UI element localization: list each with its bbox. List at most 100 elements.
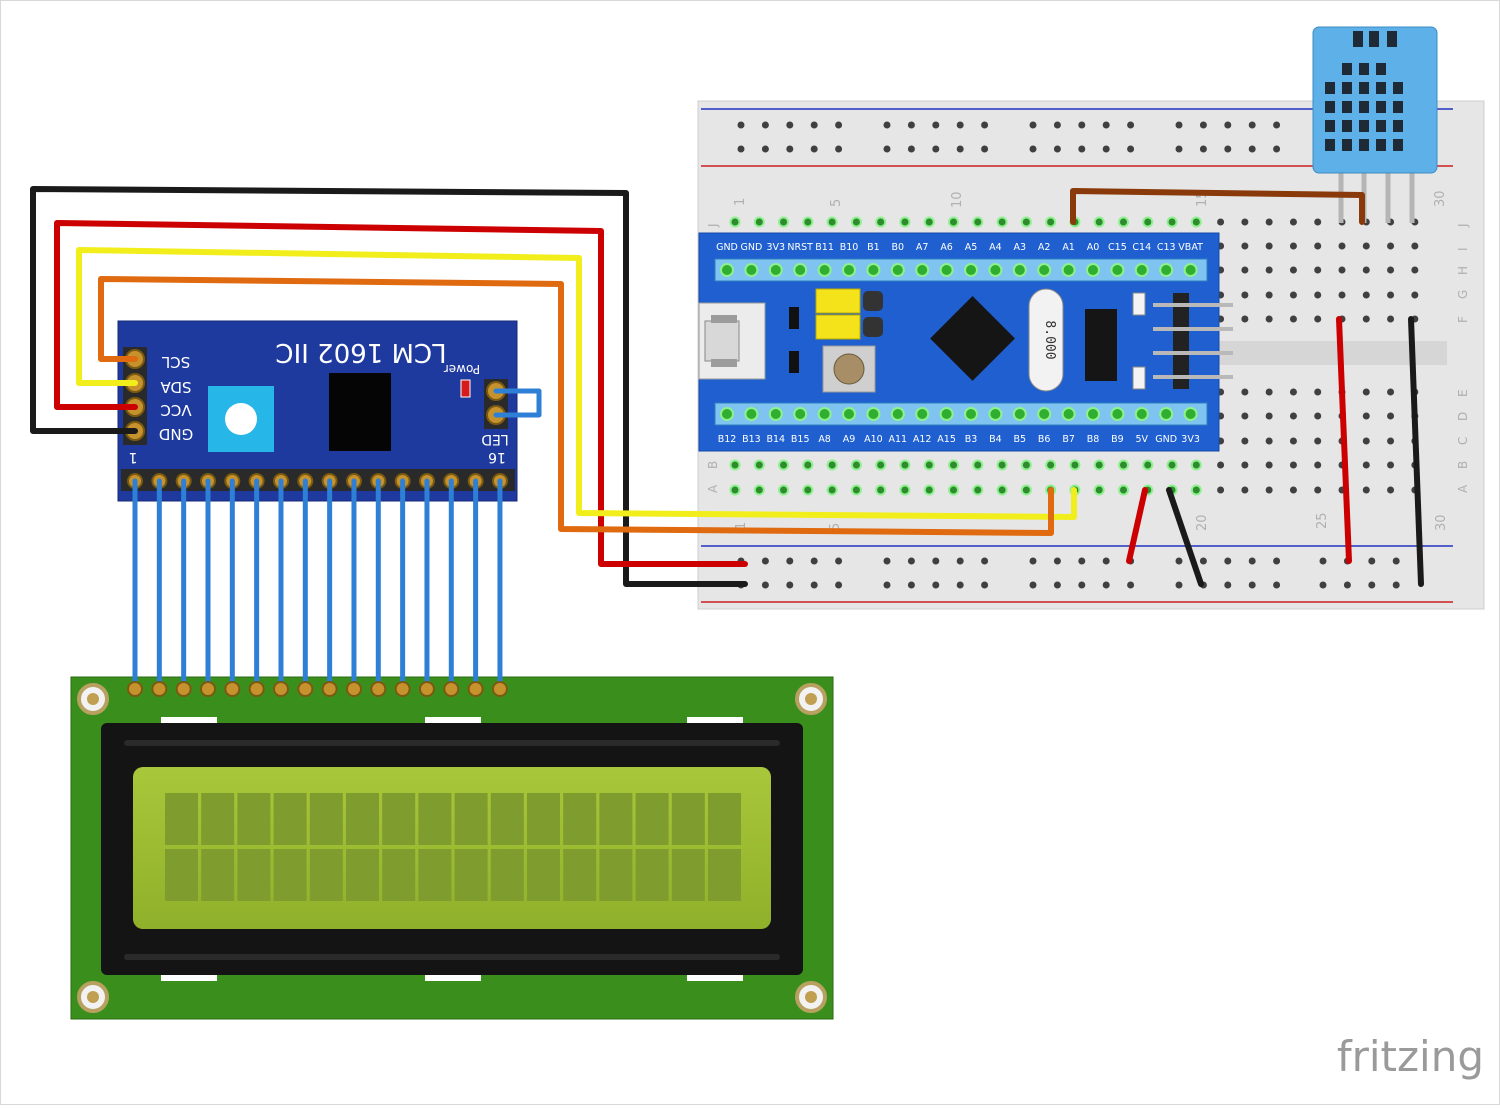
rail-hole[interactable] [1053, 581, 1061, 589]
terminal-hole[interactable] [1142, 459, 1154, 471]
terminal-hole[interactable] [1289, 291, 1297, 299]
terminal-hole[interactable] [1241, 315, 1249, 323]
terminal-hole[interactable] [923, 459, 935, 471]
terminal-hole[interactable] [753, 459, 765, 471]
rail-hole[interactable] [1248, 557, 1256, 565]
rail-hole[interactable] [1127, 121, 1135, 129]
wire-5v-red[interactable] [1126, 487, 1148, 564]
terminal-hole[interactable] [1338, 242, 1346, 250]
terminal-hole[interactable] [1387, 486, 1395, 494]
rail-hole[interactable] [1224, 145, 1232, 153]
rail-hole[interactable] [883, 121, 891, 129]
rail-hole[interactable] [1273, 121, 1281, 129]
terminal-hole[interactable] [1117, 459, 1129, 471]
mcu-pin[interactable] [793, 407, 808, 421]
rail-hole[interactable] [810, 121, 818, 129]
terminal-hole[interactable] [826, 216, 838, 228]
terminal-hole[interactable] [802, 484, 814, 496]
terminal-hole[interactable] [1093, 484, 1105, 496]
terminal-hole[interactable] [1217, 461, 1225, 469]
terminal-hole[interactable] [972, 216, 984, 228]
rail-hole[interactable] [761, 557, 769, 565]
terminal-hole[interactable] [1411, 291, 1419, 299]
terminal-hole[interactable] [1142, 216, 1154, 228]
terminal-hole[interactable] [1117, 216, 1129, 228]
wire-gnd-black-short[interactable] [1166, 487, 1204, 587]
rail-hole[interactable] [907, 121, 915, 129]
mcu-pin[interactable] [1134, 263, 1149, 277]
mcu-pin[interactable] [1159, 263, 1174, 277]
mcu-pin[interactable] [988, 407, 1003, 421]
terminal-hole[interactable] [850, 216, 862, 228]
mcu-pin[interactable] [1159, 407, 1174, 421]
terminal-hole[interactable] [1411, 242, 1419, 250]
rail-hole[interactable] [1175, 581, 1183, 589]
rail-hole[interactable] [1224, 557, 1232, 565]
mcu-pin[interactable] [1012, 263, 1027, 277]
terminal-hole[interactable] [1265, 315, 1273, 323]
mcu-pin[interactable] [890, 263, 905, 277]
rail-hole[interactable] [761, 121, 769, 129]
terminal-hole[interactable] [1166, 216, 1178, 228]
terminal-hole[interactable] [1314, 218, 1322, 226]
mcu-pin[interactable] [817, 407, 832, 421]
terminal-hole[interactable] [1045, 459, 1057, 471]
terminal-hole[interactable] [1241, 242, 1249, 250]
rail-hole[interactable] [1175, 121, 1183, 129]
wire-dht-vcc-red[interactable] [1336, 316, 1352, 564]
rail-hole[interactable] [737, 145, 745, 153]
terminal-hole[interactable] [948, 216, 960, 228]
terminal-hole[interactable] [1314, 242, 1322, 250]
rail-hole[interactable] [835, 145, 843, 153]
rail-hole[interactable] [1127, 145, 1135, 153]
mcu-pin[interactable] [720, 263, 734, 277]
terminal-hole[interactable] [826, 484, 838, 496]
terminal-hole[interactable] [850, 484, 862, 496]
rail-hole[interactable] [1102, 145, 1110, 153]
mcu-pin[interactable] [744, 407, 759, 421]
mcu-pin[interactable] [988, 263, 1003, 277]
rail-hole[interactable] [1199, 145, 1207, 153]
terminal-hole[interactable] [1314, 388, 1322, 396]
rail-hole[interactable] [907, 557, 915, 565]
rail-hole[interactable] [956, 145, 964, 153]
terminal-hole[interactable] [1241, 437, 1249, 445]
rail-hole[interactable] [1368, 581, 1376, 589]
rail-hole[interactable] [956, 557, 964, 565]
rail-hole[interactable] [1029, 581, 1037, 589]
terminal-hole[interactable] [1093, 459, 1105, 471]
rail-hole[interactable] [1248, 145, 1256, 153]
mcu-pin[interactable] [1183, 407, 1198, 421]
wire-scl-orange[interactable] [98, 276, 1054, 536]
rail-hole[interactable] [835, 557, 843, 565]
rail-hole[interactable] [1029, 557, 1037, 565]
potentiometer-knob[interactable] [225, 403, 257, 435]
terminal-hole[interactable] [1411, 266, 1419, 274]
terminal-hole[interactable] [729, 216, 741, 228]
terminal-hole[interactable] [729, 484, 741, 496]
terminal-hole[interactable] [1387, 315, 1395, 323]
terminal-hole[interactable] [1362, 388, 1370, 396]
led-jumper-header[interactable] [484, 379, 508, 429]
rail-hole[interactable] [981, 581, 989, 589]
rail-hole[interactable] [1273, 557, 1281, 565]
terminal-hole[interactable] [1265, 388, 1273, 396]
rail-hole[interactable] [1029, 145, 1037, 153]
terminal-hole[interactable] [778, 459, 790, 471]
terminal-hole[interactable] [1265, 437, 1273, 445]
mcu-pin[interactable] [1134, 407, 1149, 421]
terminal-hole[interactable] [1069, 459, 1081, 471]
rail-hole[interactable] [1248, 121, 1256, 129]
terminal-hole[interactable] [1289, 266, 1297, 274]
rail-hole[interactable] [932, 581, 940, 589]
rail-hole[interactable] [932, 557, 940, 565]
rail-hole[interactable] [810, 145, 818, 153]
mcu-pin[interactable] [817, 263, 832, 277]
rail-hole[interactable] [1102, 581, 1110, 589]
rail-hole[interactable] [1127, 581, 1135, 589]
rail-hole[interactable] [1224, 121, 1232, 129]
rail-hole[interactable] [1392, 581, 1400, 589]
rail-hole[interactable] [1175, 145, 1183, 153]
rail-hole[interactable] [932, 145, 940, 153]
terminal-hole[interactable] [1289, 218, 1297, 226]
